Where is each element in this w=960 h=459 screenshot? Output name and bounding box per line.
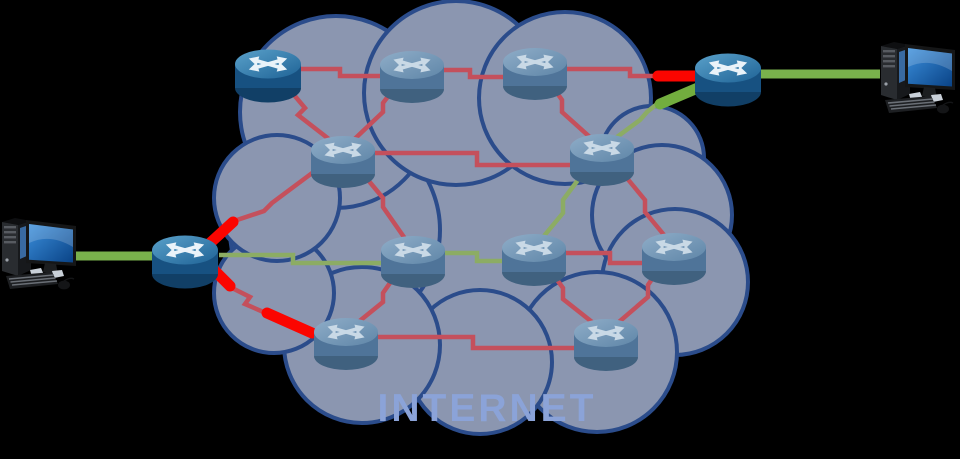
- thick-red-bottom-left: [261, 307, 318, 339]
- router-bottom-right-icon: [574, 319, 638, 371]
- router-row3-left-icon: [381, 236, 445, 288]
- router-gateway-left-icon: [152, 236, 218, 289]
- link-topleft-topmid: [268, 66, 412, 79]
- router-top-right-icon: [503, 48, 567, 100]
- computer-right-icon: [880, 41, 956, 115]
- router-gateway-right-icon: [695, 54, 761, 107]
- thick-green-top-right: [654, 81, 706, 110]
- link-green-midright-exit: [600, 102, 659, 150]
- router-row3-right-icon: [642, 233, 706, 285]
- internet-label: INTERNET: [378, 387, 597, 430]
- link-green-gatewayleft-row3left: [219, 252, 413, 266]
- router-mid-right-icon: [570, 134, 634, 186]
- red-links: [226, 60, 676, 351]
- computer-left-icon: [1, 217, 77, 291]
- router-mid-left-icon: [311, 136, 375, 188]
- link-midleft-midright: [343, 150, 602, 168]
- link-topright-gatewayright: [535, 66, 660, 79]
- router-bottom-left-icon: [314, 318, 378, 370]
- link-midleft-gatewayleft: [230, 148, 345, 225]
- thick-red-left-upper: [203, 216, 239, 250]
- router-top-middle-icon: [380, 51, 444, 103]
- link-gatewayleft-bottomleft: [226, 283, 269, 317]
- router-row3-center-icon: [502, 234, 566, 286]
- link-bottomleft-bottomright: [346, 334, 606, 351]
- router-top-left-icon: [235, 50, 301, 103]
